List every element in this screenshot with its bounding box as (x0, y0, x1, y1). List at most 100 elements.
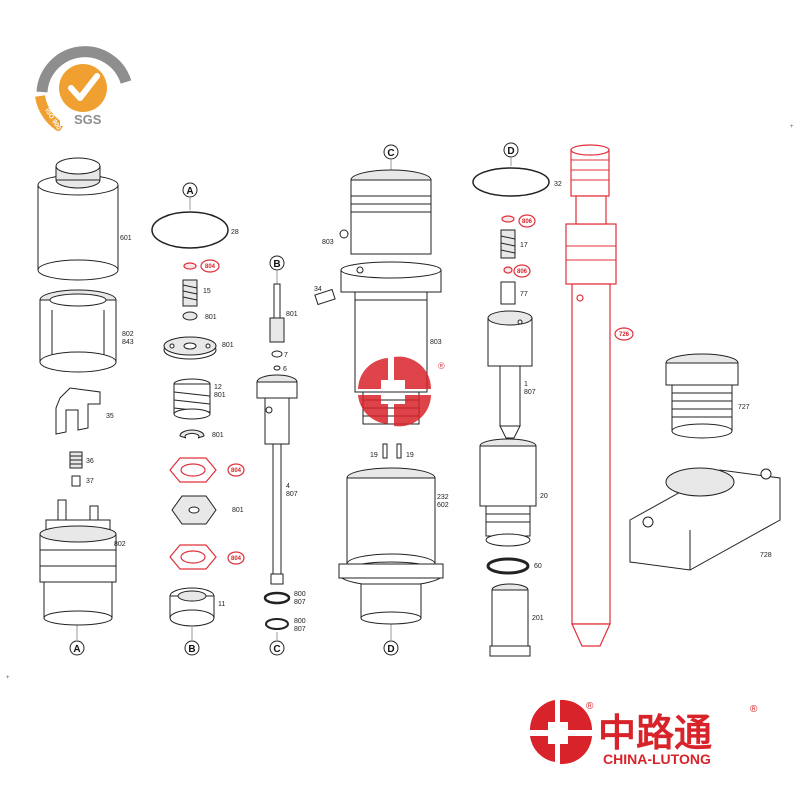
label-802b: 802 (114, 541, 126, 548)
label-232: 232 (437, 494, 449, 501)
column-5-nozzle-set: 32 806 17 806 77 1 807 20 (472, 167, 562, 657)
part-clamp (629, 467, 781, 571)
certification-seal: SYSTEM CERTIFICATION ISO 9001:2008 SGS (35, 18, 132, 149)
column-3-valve-stem: 801 7 6 4 807 800 807 800 807 (256, 283, 306, 633)
label-36: 36 (86, 458, 94, 465)
part-spacer (500, 281, 516, 305)
label-807-c: 807 (294, 626, 306, 633)
marker-bottom-b: B (188, 644, 195, 655)
label-800-a: 800 (294, 591, 306, 598)
label-19-a: 19 (370, 452, 378, 459)
part-inlet-plug (314, 288, 336, 306)
watermark-registered: ® (438, 361, 445, 371)
label-6: 6 (283, 366, 287, 373)
label-32: 32 (554, 181, 562, 188)
brand-logo: ® 中路通 ® CHINA-LUTONG (529, 699, 758, 767)
part-valve-pin (273, 283, 281, 319)
marker-top-c: C (387, 148, 394, 159)
label-35: 35 (106, 413, 114, 420)
part-nozzle-spring (500, 229, 516, 259)
label-11: 11 (218, 601, 225, 608)
marker-bottom-a: A (73, 644, 80, 655)
label-807-a: 807 (286, 491, 298, 498)
label-20: 20 (540, 493, 548, 500)
label-802: 802 (122, 331, 134, 338)
brand-mark-icon (529, 699, 593, 765)
label-60: 60 (534, 563, 542, 570)
part-bearing (169, 587, 215, 627)
column-4-injector-body: 803 34 803 19 19 232 602 (314, 169, 449, 625)
part-spring-large (173, 378, 211, 420)
column-6-pipe-and-clamp: 726 727 728 (565, 144, 781, 647)
label-804-b: 804 (231, 468, 242, 474)
label-806-b: 806 (517, 269, 528, 275)
label-843: 843 (122, 339, 134, 346)
part-small-spring (69, 451, 83, 469)
part-shim (182, 311, 198, 321)
label-801-e: 801 (232, 507, 244, 514)
part-clip (179, 429, 205, 439)
svg-text:+: + (6, 675, 10, 681)
marker-bottom-c: C (273, 644, 280, 655)
label-801-f: 801 (286, 311, 298, 318)
part-o-ring-large (472, 167, 550, 197)
check-badge-icon (59, 64, 107, 112)
label-601: 601 (120, 235, 132, 242)
part-nozzle (487, 310, 533, 439)
brand-registered: ® (750, 704, 758, 715)
part-red-shim (501, 215, 515, 223)
sgs-text: SGS (74, 112, 102, 127)
part-cap (37, 157, 119, 281)
part-o-ring (151, 211, 229, 249)
marker-top-b: B (273, 259, 280, 270)
label-602: 602 (437, 502, 449, 509)
top-markers: A B C D (182, 142, 519, 271)
marker-top-a: A (186, 186, 193, 197)
part-red-washer (183, 262, 197, 270)
part-pressure-pipe-red (565, 144, 617, 647)
part-seal-ring (263, 591, 291, 605)
label-12: 12 (214, 384, 222, 391)
brand-chinese-name: 中路通 (598, 713, 712, 755)
label-806-a: 806 (522, 219, 533, 225)
part-sleeve (489, 583, 531, 657)
brand-mark-registered: ® (586, 701, 594, 712)
part-valve-rod (256, 374, 298, 585)
label-4: 4 (286, 483, 290, 490)
label-803-a: 803 (322, 239, 334, 246)
label-17: 17 (520, 242, 528, 249)
label-807-b: 807 (294, 599, 306, 606)
part-spring (182, 279, 198, 307)
column-2-valve-set: 28 804 15 801 801 12 801 801 (151, 211, 245, 627)
label-727: 727 (738, 404, 750, 411)
part-armature-plate (163, 336, 217, 360)
part-nozzle-nut (338, 467, 444, 625)
part-nozzle-holder (479, 438, 537, 547)
brand-english-name: CHINA-LUTONG (603, 751, 711, 767)
label-34: 34 (314, 286, 322, 293)
label-1: 1 (524, 381, 528, 388)
watermark-logo: ® (358, 356, 445, 427)
label-801-c: 801 (214, 392, 226, 399)
part-solenoid-body (39, 499, 117, 626)
marker-top-d: D (507, 146, 514, 157)
svg-text:+: + (790, 124, 794, 130)
label-800-b: 800 (294, 618, 306, 625)
part-bracket (55, 387, 101, 435)
part-body (339, 169, 442, 425)
label-28: 28 (231, 229, 239, 236)
label-77: 77 (520, 291, 528, 298)
part-o-ring-small (265, 618, 289, 630)
part-fitting (665, 353, 739, 439)
marker-bottom-d: D (387, 644, 394, 655)
label-801-b: 801 (222, 342, 234, 349)
bottom-markers: A B C D (69, 640, 399, 656)
label-37: 37 (86, 478, 94, 485)
label-807-d: 807 (524, 389, 536, 396)
part-dowel-pin (382, 443, 388, 459)
part-red-washer-small (503, 266, 513, 274)
label-201: 201 (532, 615, 544, 622)
label-803-b: 803 (430, 339, 442, 346)
part-pin (71, 475, 81, 487)
